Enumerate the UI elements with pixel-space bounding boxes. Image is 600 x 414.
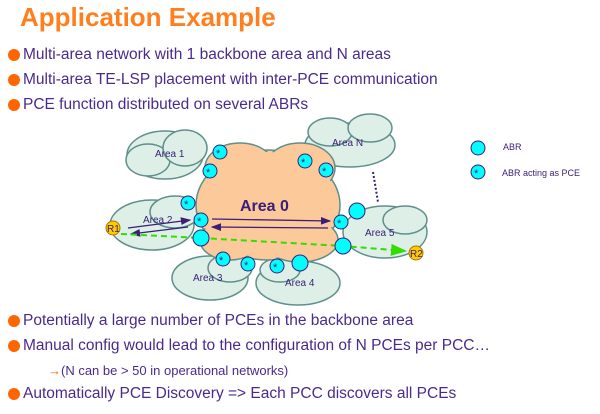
area-label: Area 4 (285, 278, 315, 289)
svg-text:*: * (273, 262, 278, 274)
svg-text:*: * (197, 216, 202, 228)
bullet-text: Multi-area network with 1 backbone area … (23, 46, 391, 63)
path-arrow (127, 217, 192, 229)
bullet-text: Potentially a large number of PCEs in th… (23, 312, 414, 329)
bullet: PCE function distributed on several ABRs (8, 96, 308, 114)
svg-text:*: * (219, 255, 224, 267)
area-label: Area 3 (193, 273, 223, 284)
abr-node (291, 254, 309, 272)
svg-text:*: * (322, 166, 327, 178)
bullet-dot-icon (8, 340, 20, 352)
svg-text:*: * (206, 167, 211, 179)
area-0-label: Area 0 (240, 198, 289, 215)
bullet: Multi-area network with 1 backbone area … (8, 46, 391, 64)
area-label: Area 2 (143, 215, 173, 226)
abr-node (192, 229, 210, 247)
sub-note-text: (N can be > 50 in operational networks) (61, 363, 289, 378)
svg-text:*: * (216, 148, 221, 160)
abr-pce-node: * (269, 258, 285, 274)
bullet-text: Multi-area TE-LSP placement with inter-P… (23, 71, 438, 88)
svg-text:R1: R1 (107, 224, 120, 235)
abr-pce-node: * (240, 256, 256, 272)
path-arrow (210, 223, 329, 231)
bullet: Automatically PCE Discovery => Each PCC … (8, 385, 456, 403)
svg-text:*: * (244, 260, 249, 272)
cloud-area-1 (125, 129, 208, 180)
arrow-right-icon: → (48, 363, 61, 378)
abr-pce-node: * (215, 251, 231, 267)
slide-title: Application Example (20, 2, 276, 32)
abr-pce-node: * (202, 163, 218, 179)
more-areas-dots (372, 171, 379, 203)
bullet-dot-icon (8, 315, 20, 327)
svg-text:R2: R2 (410, 249, 423, 260)
abr-pce-node: * (333, 214, 349, 230)
abr-node (348, 202, 366, 220)
bullet-dot-icon (8, 99, 20, 111)
abr-pce-node: * (318, 162, 334, 178)
router-r1: R1 (105, 220, 121, 236)
bullet-text: PCE function distributed on several ABRs (23, 96, 309, 113)
area-label: Area 5 (365, 228, 395, 239)
bullet-text: Automatically PCE Discovery => Each PCC … (23, 385, 457, 402)
abr-pce-legend-icon (470, 164, 486, 180)
bullet-dot-icon (8, 74, 20, 86)
bullet: Manual config would lead to the configur… (8, 337, 490, 355)
area-label: Area 1 (155, 149, 185, 160)
path-arrow (129, 226, 189, 237)
legend-abr-pce: ABR acting as PCE (502, 168, 580, 178)
svg-text:*: * (474, 168, 479, 180)
abr-pce-node: * (297, 153, 313, 169)
abr-legend-icon (470, 140, 486, 156)
bullet-dot-icon (8, 388, 20, 400)
path-arrow (211, 216, 332, 225)
abr-pce-node: * (212, 144, 228, 160)
area-label: Area N (332, 138, 363, 149)
bullet-text: Manual config would lead to the configur… (23, 337, 490, 354)
abr-pce-node: * (193, 212, 209, 228)
bullet: Potentially a large number of PCEs in th… (8, 312, 413, 330)
bullet: Multi-area TE-LSP placement with inter-P… (8, 71, 438, 89)
router-r2: R2 (408, 245, 424, 261)
legend-abr: ABR (503, 142, 522, 152)
bullet-dot-icon (8, 49, 20, 61)
te-lsp-path (120, 233, 407, 256)
svg-text:*: * (301, 157, 306, 169)
svg-text:*: * (337, 218, 342, 230)
abr-pce-node: * (180, 195, 196, 211)
abr-node (334, 237, 352, 255)
legend: ABR * ABR acting as PCE (470, 140, 580, 180)
svg-text:*: * (184, 199, 189, 211)
sub-note: →(N can be > 50 in operational networks) (48, 363, 288, 378)
